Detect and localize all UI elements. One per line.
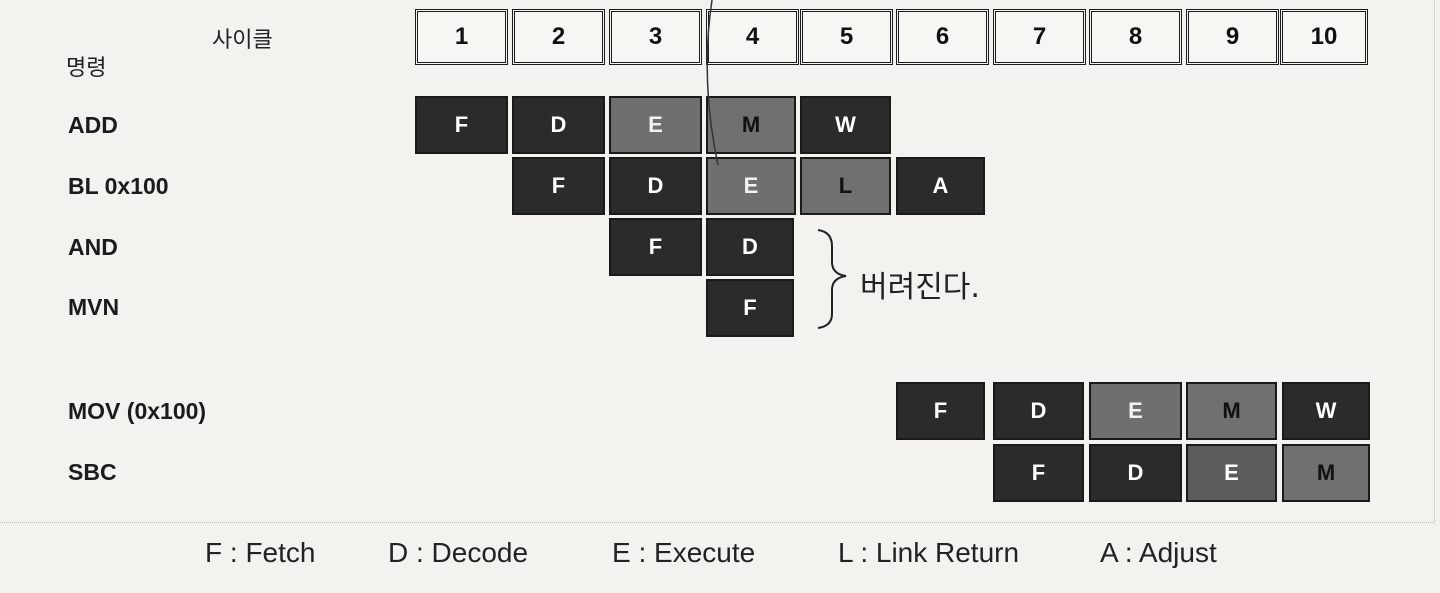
stage-cell: F	[706, 279, 794, 337]
instruction-label: MVN	[68, 294, 120, 320]
stage-cell: D	[609, 157, 702, 215]
stage-cell: D	[706, 218, 794, 276]
stage-cell: M	[1282, 444, 1370, 502]
stage-cell: E	[609, 96, 702, 154]
stage-cell: D	[512, 96, 605, 154]
cycle-box: 1	[415, 9, 508, 65]
stage-cell: D	[1089, 444, 1182, 502]
cycle-box: 6	[896, 9, 989, 65]
cycle-box: 2	[512, 9, 605, 65]
instruction-label: BL 0x100	[68, 173, 169, 199]
legend-item: E : Execute	[612, 537, 756, 568]
instruction-label: AND	[68, 234, 118, 260]
flush-note: 버려진다.	[860, 270, 980, 305]
stage-cell: F	[609, 218, 702, 276]
cycle-box: 7	[993, 9, 1086, 65]
stage-cell: F	[993, 444, 1084, 502]
legend-item: A : Adjust	[1100, 537, 1217, 568]
stage-cell: F	[512, 157, 605, 215]
stage-cell: L	[800, 157, 891, 215]
cycle-axis-label: 사이클	[212, 28, 273, 53]
instruction-label: SBC	[68, 459, 117, 485]
instruction-label: ADD	[68, 112, 118, 138]
stage-cell: E	[1186, 444, 1277, 502]
branch-curve	[706, 0, 719, 166]
stage-cell: E	[1089, 382, 1182, 440]
stage-cell: M	[706, 96, 796, 154]
legend-item: L : Link Return	[838, 537, 1020, 568]
stage-cell: F	[896, 382, 985, 440]
cycle-box: 10	[1280, 9, 1368, 65]
legend: F : Fetch D : Decode E : Execute L : Lin…	[0, 537, 1440, 577]
stage-cell: W	[1282, 382, 1370, 440]
stage-cell: W	[800, 96, 891, 154]
stage-cell: E	[706, 157, 796, 215]
cycle-box: 3	[609, 9, 702, 65]
stage-cell: M	[1186, 382, 1277, 440]
legend-item: D : Decode	[388, 537, 529, 568]
diagram-frame	[0, 0, 1435, 523]
cycle-box: 8	[1089, 9, 1182, 65]
stage-cell: F	[415, 96, 508, 154]
flush-brace	[817, 229, 847, 329]
stage-cell: A	[896, 157, 985, 215]
instruction-axis-label: 명령	[66, 56, 107, 81]
cycle-box: 5	[800, 9, 893, 65]
stage-cell: D	[993, 382, 1084, 440]
cycle-box: 9	[1186, 9, 1279, 65]
legend-item: F : Fetch	[205, 537, 316, 568]
instruction-label: MOV (0x100)	[68, 398, 207, 424]
